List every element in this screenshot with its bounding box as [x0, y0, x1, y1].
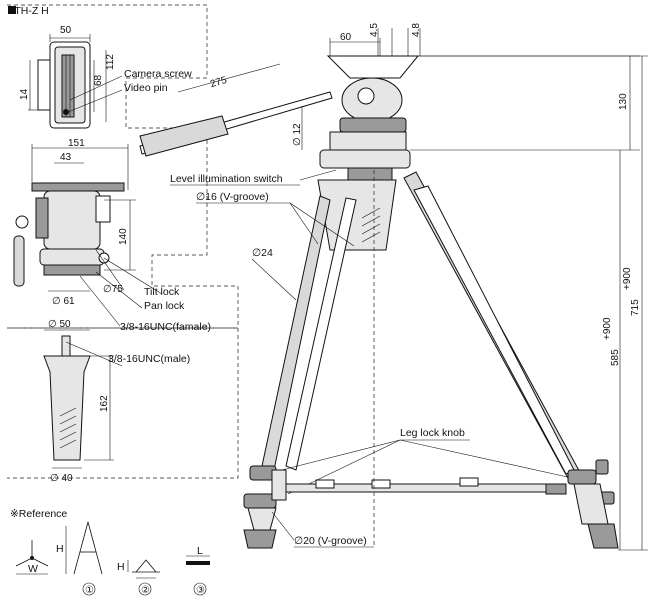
dim-50-top: 50 — [60, 25, 72, 36]
head-side-view: 151 43 140 ∅75 Tilt lock Pan lock ∅ 61 3… — [13, 138, 211, 333]
height-max-sup: +900 — [622, 267, 633, 290]
dim-16-label: ∅16 (V-groove) — [196, 191, 269, 203]
dim-162: 162 — [99, 395, 110, 412]
dim-140: 140 — [118, 228, 129, 245]
reference-title: ※Reference — [10, 508, 67, 520]
thread-female-label: 3/8-16UNC(famale) — [120, 321, 211, 333]
dim-4-8: 4.8 — [411, 23, 422, 37]
camera-screw-label: Camera screw — [124, 68, 192, 80]
dim-60: 60 — [340, 32, 352, 43]
ref-h: H — [56, 543, 64, 555]
dim-68: 68 — [93, 74, 104, 86]
ref-w: W — [28, 563, 38, 575]
tripod-drawing: 60 4.5 4.8 275 ∅ 12 130 Lev — [139, 23, 648, 551]
level-switch-label: Level illumination switch — [170, 173, 283, 185]
dim-4-5: 4.5 — [369, 23, 380, 37]
video-pin-label: Video pin — [124, 82, 168, 94]
height-min: 585 — [610, 349, 621, 366]
head-top-view: 50 14 68 112 Camera screw Video pin — [19, 25, 192, 129]
dim-61: ∅ 61 — [52, 296, 75, 307]
model-label: ■TH-Z H — [8, 5, 49, 17]
dim-275: 275 — [209, 75, 228, 90]
dim-40: ∅ 40 — [50, 473, 73, 484]
ref-n1: ① — [85, 585, 94, 596]
pan-lock-label: Pan lock — [144, 300, 185, 312]
reference-legend: ※Reference W H ① H ② L ③ — [10, 508, 210, 596]
dim-43: 43 — [60, 152, 72, 163]
ref-n3: ③ — [196, 585, 205, 596]
dim-112: 112 — [105, 54, 116, 70]
ref-l: L — [197, 545, 203, 557]
height-max: 715 — [630, 299, 641, 316]
ref-h2: H — [117, 561, 125, 573]
dim-75: ∅75 — [103, 284, 123, 295]
leg-lock-label: Leg lock knob — [400, 427, 465, 439]
thread-male-label: 3/8-16UNC(male) — [108, 353, 190, 365]
dim-20-label: ∅20 (V-groove) — [294, 535, 367, 547]
dim-24-label: ∅24 — [252, 247, 273, 259]
ref-n2: ② — [141, 585, 150, 596]
dim-50-adapter: ∅ 50 — [48, 319, 71, 330]
dim-151: 151 — [68, 138, 85, 149]
adapter-view: ∅ 50 3/8-16UNC(male) 162 ∅ 40 — [43, 319, 190, 484]
height-min-sup: +900 — [602, 317, 613, 340]
dim-14: 14 — [19, 88, 30, 100]
dim-12: ∅ 12 — [292, 123, 303, 146]
tilt-lock-label: Tilt lock — [144, 286, 180, 298]
head-detail-panel: ■TH-Z H — [7, 4, 239, 479]
dim-130: 130 — [618, 93, 629, 110]
